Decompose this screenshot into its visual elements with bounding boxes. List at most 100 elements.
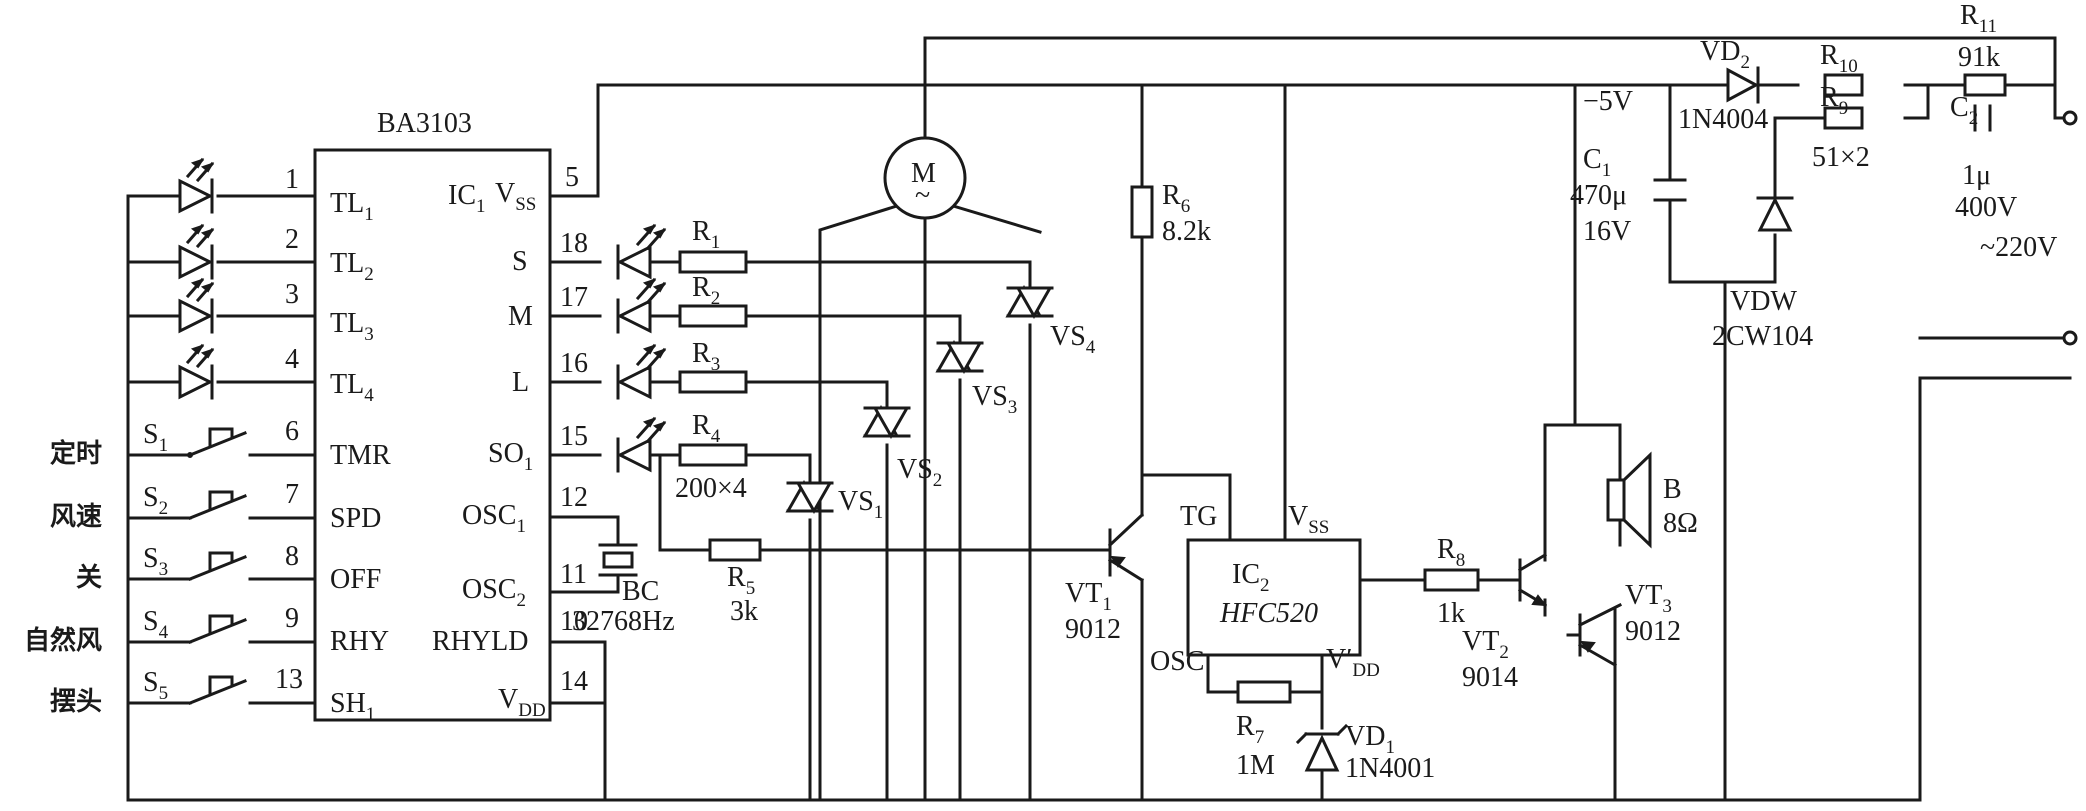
svg-text:R1: R1	[692, 216, 720, 253]
svg-text:TG: TG	[1180, 501, 1217, 532]
svg-text:R3: R3	[692, 338, 720, 375]
svg-text:18: 18	[560, 228, 588, 259]
svg-text:1μ: 1μ	[1962, 160, 1991, 191]
svg-text:R4: R4	[692, 410, 721, 447]
ic1-body: BA3103 IC1 TL1 TL2 TL3 TL4 TMR SPD OFF R…	[275, 108, 588, 725]
svg-text:VD2: VD2	[1700, 36, 1750, 73]
svg-text:R2: R2	[692, 272, 720, 309]
svg-text:TL4: TL4	[330, 369, 374, 406]
svg-text:VS1: VS1	[838, 486, 883, 523]
svg-text:16V: 16V	[1583, 216, 1631, 247]
switch-ref: S5	[143, 667, 168, 704]
switch-icon	[188, 675, 247, 705]
led-icon	[616, 416, 667, 473]
svg-text:−5V: −5V	[1583, 86, 1633, 117]
triac-icon	[935, 339, 984, 375]
resistor-r9: R9 51×2	[1812, 82, 1870, 173]
svg-text:R6: R6	[1162, 180, 1190, 217]
switch-ref: S3	[143, 543, 168, 580]
svg-text:13: 13	[275, 664, 303, 695]
led-icon	[178, 223, 215, 280]
svg-text:1M: 1M	[1236, 750, 1275, 781]
svg-text:1N4001: 1N4001	[1345, 753, 1435, 784]
svg-text:TMR: TMR	[330, 440, 391, 471]
svg-text:9: 9	[285, 603, 299, 634]
svg-text:C2: C2	[1950, 92, 1978, 129]
svg-text:17: 17	[560, 282, 588, 313]
svg-text:11: 11	[560, 559, 587, 590]
ic1-left-pin-numbers: 1 2 3 4 6 7 8 9 13	[275, 164, 303, 695]
svg-text:15: 15	[560, 421, 588, 452]
svg-text:8: 8	[285, 541, 299, 572]
svg-text:2CW104: 2CW104	[1712, 321, 1813, 352]
zener-vdw: VDW 2CW104	[1712, 196, 1813, 352]
resistor-r1	[678, 250, 748, 274]
svg-text:5: 5	[565, 162, 579, 193]
resistors-r1-r5: R1 R2 R3 R4 200×4 R5 3k	[675, 216, 762, 627]
svg-text:VDW: VDW	[1730, 286, 1797, 317]
svg-text:VS2: VS2	[897, 454, 942, 491]
svg-text:HFC520: HFC520	[1219, 598, 1318, 629]
switch-icon	[187, 427, 247, 458]
triac-icon	[1005, 284, 1054, 320]
svg-text:TL2: TL2	[330, 248, 374, 285]
svg-text:16: 16	[560, 348, 588, 379]
svg-text:VD1: VD1	[1345, 721, 1395, 758]
resistor-r4	[678, 443, 748, 467]
motor-icon: M ~	[883, 136, 967, 220]
svg-text:2: 2	[285, 224, 299, 255]
svg-text:32768Hz: 32768Hz	[572, 606, 675, 637]
svg-text:S: S	[512, 246, 528, 277]
switch-icon	[188, 551, 247, 581]
svg-text:12: 12	[560, 482, 588, 513]
ic2-body: TG VSS IC2 HFC520 OSC V′DD	[1150, 501, 1380, 681]
ic1-part-label: BA3103	[377, 108, 472, 139]
wiring	[126, 36, 2072, 802]
svg-text:9012: 9012	[1625, 616, 1681, 647]
led-icon	[178, 157, 215, 214]
ic1-left-pin-labels: TL1 TL2 TL3 TL4 TMR SPD OFF RHY SH1	[330, 188, 391, 725]
triac-group: VS1 VS2 VS3 VS4	[785, 284, 1096, 523]
resistor-r8: R8 1k	[1423, 534, 1480, 629]
svg-text:7: 7	[285, 479, 299, 510]
svg-text:M: M	[911, 158, 936, 189]
led-icon	[178, 277, 215, 334]
svg-text:9014: 9014	[1462, 662, 1518, 693]
svg-text:IC2: IC2	[1232, 559, 1270, 596]
svg-text:OFF: OFF	[330, 564, 381, 595]
svg-text:VT3: VT3	[1625, 580, 1672, 617]
svg-text:3k: 3k	[730, 596, 758, 627]
svg-text:91k: 91k	[1958, 42, 2000, 73]
svg-text:470μ: 470μ	[1570, 180, 1627, 211]
diode-vd1: VD1 1N4001	[1295, 721, 1435, 784]
svg-text:6: 6	[285, 416, 299, 447]
svg-text:VS3: VS3	[972, 381, 1017, 418]
switch-label: 自然风	[24, 625, 102, 656]
crystal-icon: BC 32768Hz	[572, 543, 675, 637]
svg-text:RHY: RHY	[330, 626, 389, 657]
svg-text:C1: C1	[1583, 144, 1611, 181]
switch-ref: S1	[143, 419, 168, 456]
svg-text:R9: R9	[1820, 82, 1848, 119]
svg-text:VDD: VDD	[498, 684, 546, 721]
led-icon	[178, 343, 215, 400]
ic1-right-pin-labels: VSS S M L SO1 OSC1 OSC2 RHYLD VDD	[432, 178, 546, 721]
svg-text:VT2: VT2	[1462, 626, 1509, 663]
switch-label: 关	[76, 563, 102, 593]
switch-icon	[188, 490, 247, 520]
svg-text:OSC: OSC	[1150, 646, 1204, 677]
right-led-group	[616, 223, 667, 473]
svg-text:R11: R11	[1960, 0, 1997, 37]
svg-text:1k: 1k	[1437, 598, 1465, 629]
switch-label: 定时	[50, 438, 102, 469]
capacitor-c1: −5V C1 470μ 16V	[1570, 86, 1687, 247]
resistor-r7: R7 1M	[1236, 680, 1292, 781]
switch-ref: S4	[143, 606, 169, 643]
led-icon	[616, 277, 667, 334]
svg-text:OSC2: OSC2	[462, 574, 526, 611]
svg-text:M: M	[508, 301, 533, 332]
svg-text:R10: R10	[1820, 40, 1858, 77]
svg-text:R7: R7	[1236, 711, 1264, 748]
switch-label: 风速	[50, 502, 102, 532]
